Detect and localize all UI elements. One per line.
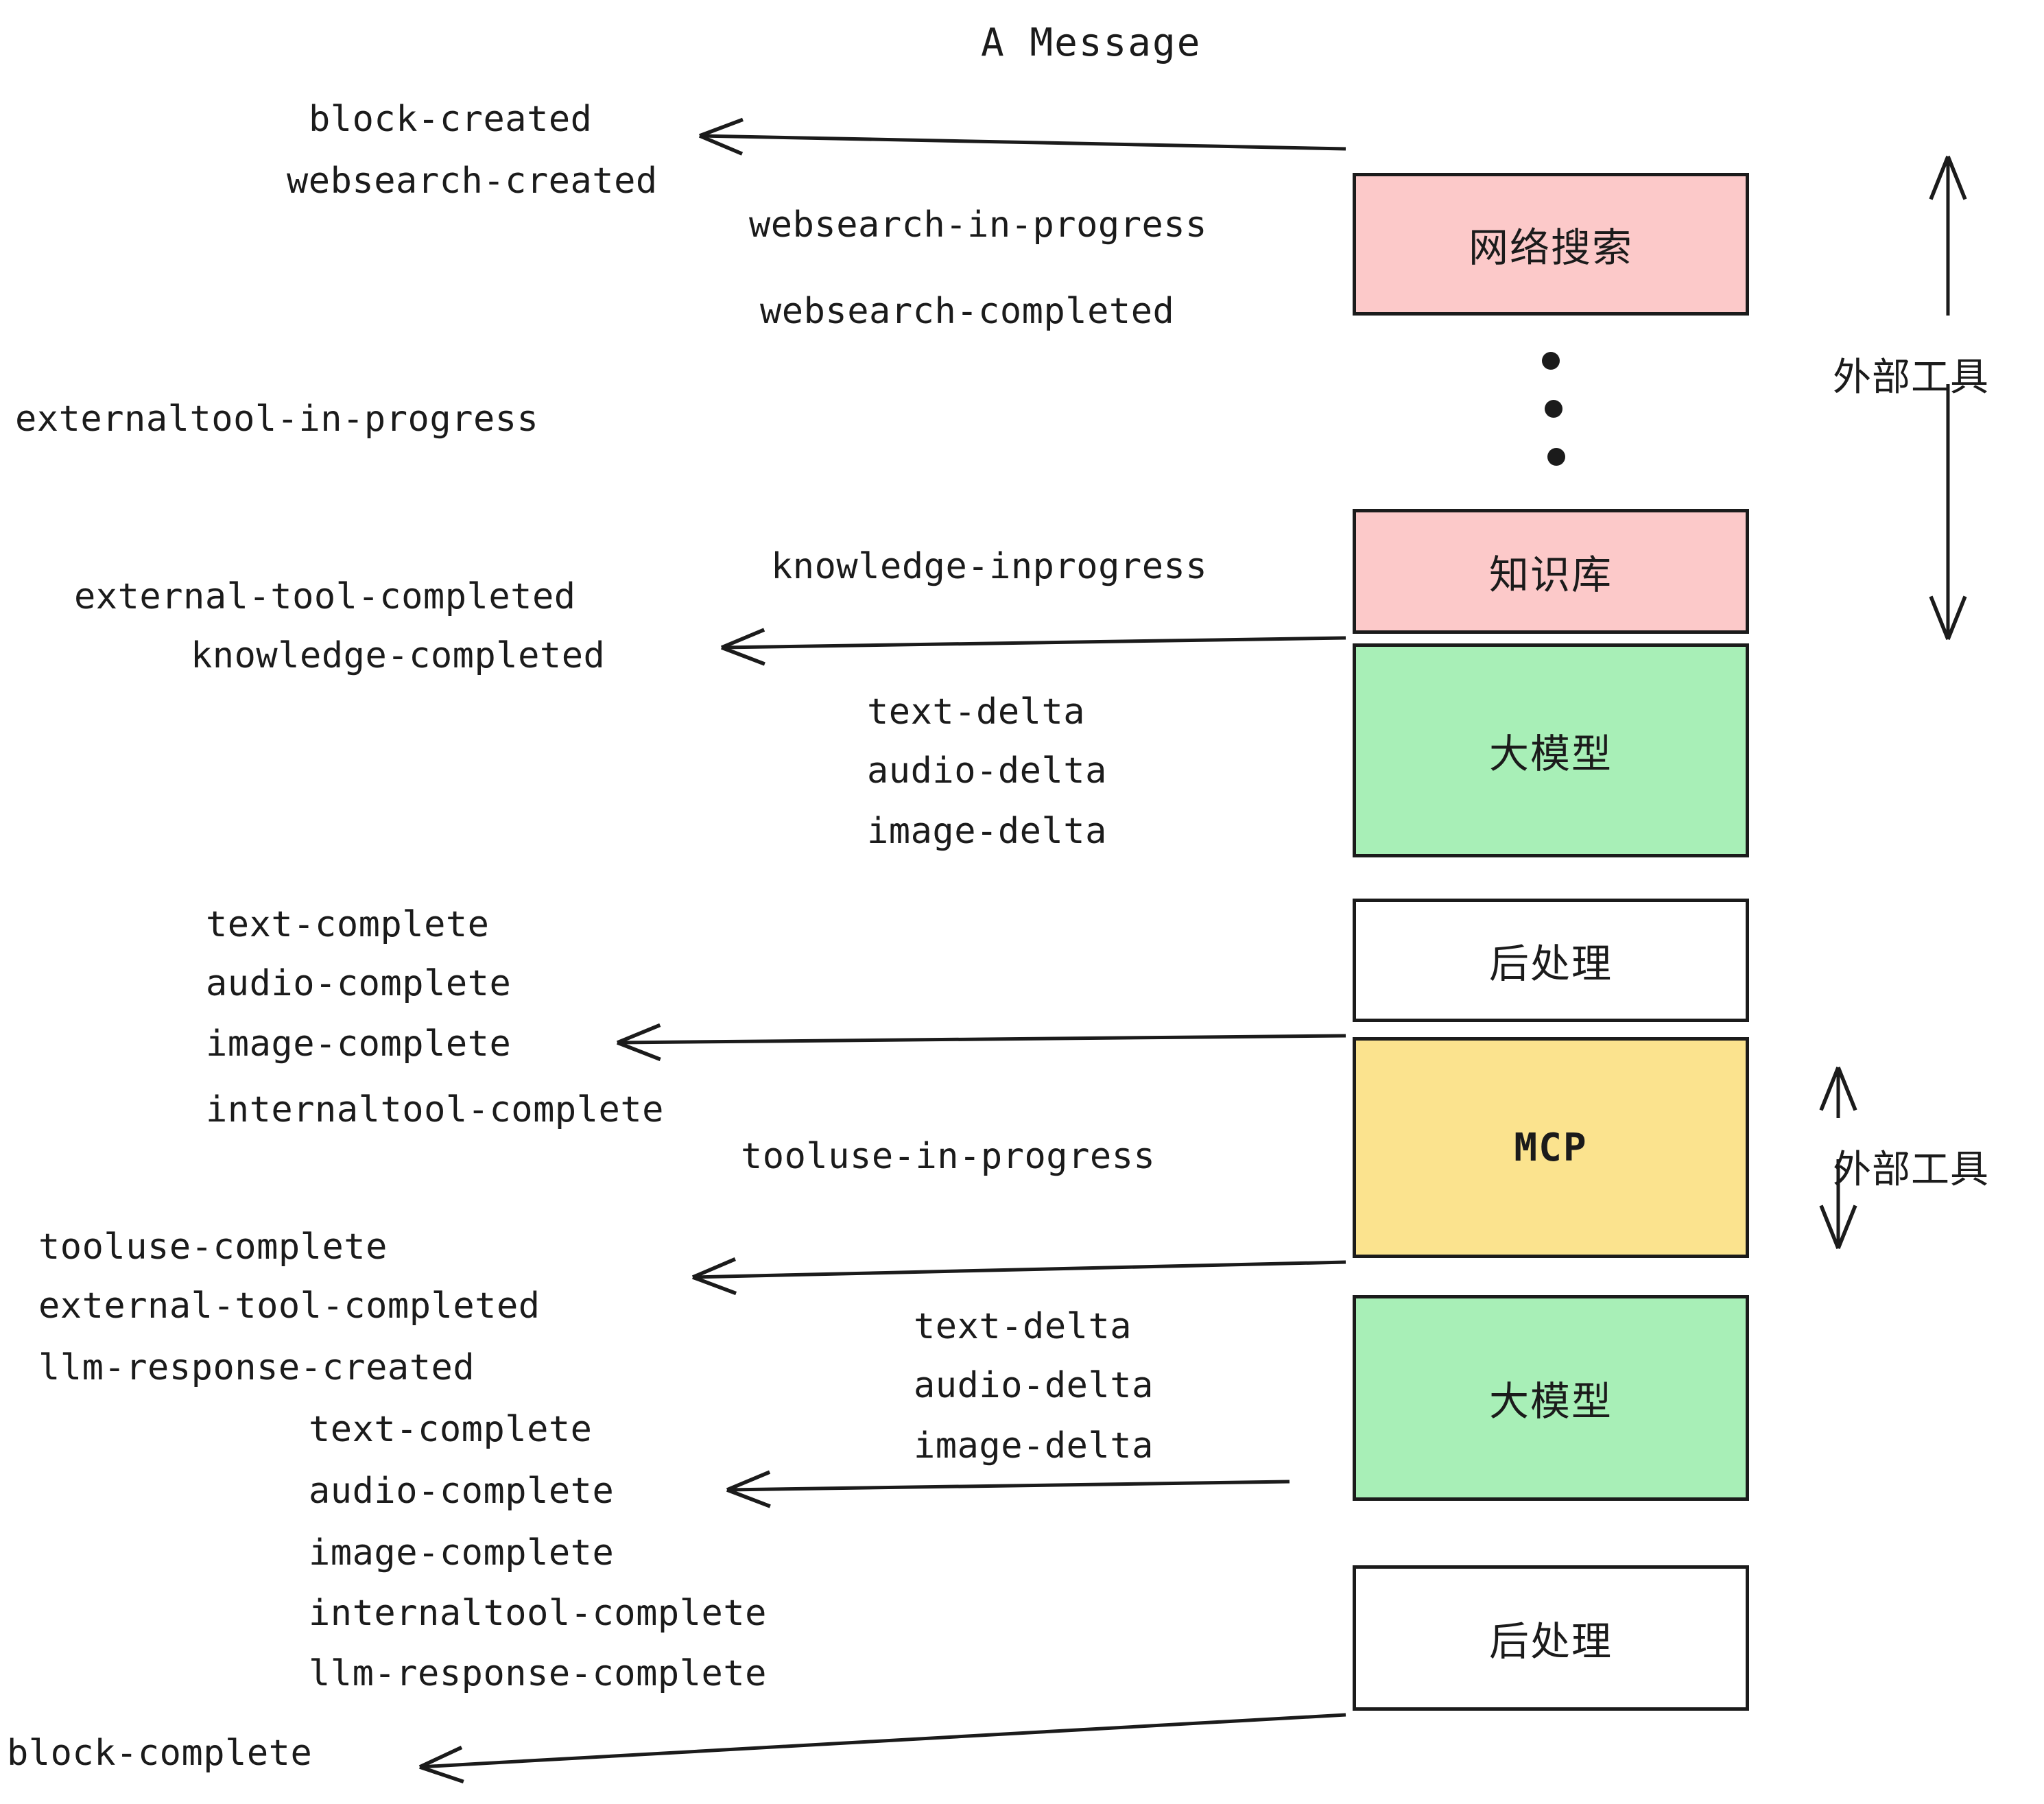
group-label-external-tool-upper: 外部工具 (1833, 355, 1989, 400)
event-label-block-complete: block-complete (7, 1733, 313, 1774)
node-label: 后处理 (1488, 940, 1613, 987)
event-label-image-delta-1: image-delta (867, 811, 1107, 852)
event-label-audio-complete-1: audio-complete (206, 963, 512, 1004)
node-label: 后处理 (1488, 1618, 1613, 1665)
arrow-image-complete (617, 1036, 1346, 1043)
event-label-internaltool-complete-2: internaltool-complete (309, 1593, 767, 1634)
node-postprocess-top[interactable]: 后处理 (1353, 899, 1749, 1022)
arrow-websearch-created (700, 136, 1346, 149)
event-label-image-complete-2: image-complete (309, 1532, 615, 1574)
arrow-audio-complete (727, 1482, 1290, 1490)
event-label-external-tool-completed-1: external-tool-completed (74, 576, 576, 617)
node-mcp[interactable]: MCP (1353, 1037, 1749, 1258)
node-llm-top[interactable]: 大模型 (1353, 643, 1749, 857)
event-label-knowledge-completed: knowledge-completed (191, 635, 606, 676)
event-label-llm-response-complete: llm-response-complete (309, 1653, 767, 1694)
node-label: 知识库 (1488, 551, 1613, 598)
event-label-text-delta-1: text-delta (867, 691, 1086, 733)
event-label-text-complete-2: text-complete (309, 1409, 593, 1450)
page-title: A Message (981, 21, 1202, 65)
event-label-text-delta-2: text-delta (914, 1306, 1132, 1347)
ellipsis-dot-1 (1545, 400, 1562, 418)
event-label-websearch-in-progress: websearch-in-progress (749, 204, 1207, 246)
group-label-external-tool-lower: 外部工具 (1833, 1148, 1989, 1192)
ellipsis-dot-2 (1547, 448, 1565, 466)
event-label-block-created: block-created (309, 99, 593, 140)
node-llm-bottom[interactable]: 大模型 (1353, 1295, 1749, 1501)
event-label-tooluse-in-progress: tooluse-in-progress (741, 1136, 1156, 1177)
event-label-external-tool-completed-2: external-tool-completed (38, 1285, 540, 1327)
event-label-audio-delta-1: audio-delta (867, 750, 1107, 792)
event-label-externaltool-in-progress: externaltool-in-progress (15, 399, 539, 440)
node-knowledge[interactable]: 知识库 (1353, 509, 1749, 634)
event-label-text-complete-1: text-complete (206, 904, 490, 945)
node-label: 大模型 (1488, 1378, 1613, 1425)
event-label-audio-delta-2: audio-delta (914, 1365, 1154, 1406)
event-label-image-delta-2: image-delta (914, 1425, 1154, 1467)
node-websearch[interactable]: 网络搜索 (1353, 173, 1749, 316)
event-label-llm-response-created: llm-response-created (38, 1347, 475, 1388)
event-label-audio-complete-2: audio-complete (309, 1471, 615, 1512)
event-label-image-complete-1: image-complete (206, 1023, 512, 1065)
arrow-knowledge-completed (722, 638, 1346, 648)
event-label-websearch-created: websearch-created (287, 161, 658, 202)
event-label-internaltool-complete-1: internaltool-complete (206, 1089, 664, 1130)
node-label: 大模型 (1488, 731, 1613, 777)
node-postprocess-bottom[interactable]: 后处理 (1353, 1565, 1749, 1711)
event-label-knowledge-inprogress: knowledge-inprogress (771, 546, 1208, 587)
node-label: MCP (1514, 1125, 1588, 1170)
node-label: 网络搜索 (1468, 224, 1633, 271)
arrow-tooluse-complete (693, 1262, 1346, 1277)
event-label-tooluse-complete: tooluse-complete (38, 1226, 388, 1268)
ellipsis-dot-0 (1542, 352, 1560, 370)
arrow-block-complete (420, 1713, 1346, 1767)
event-label-websearch-completed: websearch-completed (760, 291, 1175, 332)
